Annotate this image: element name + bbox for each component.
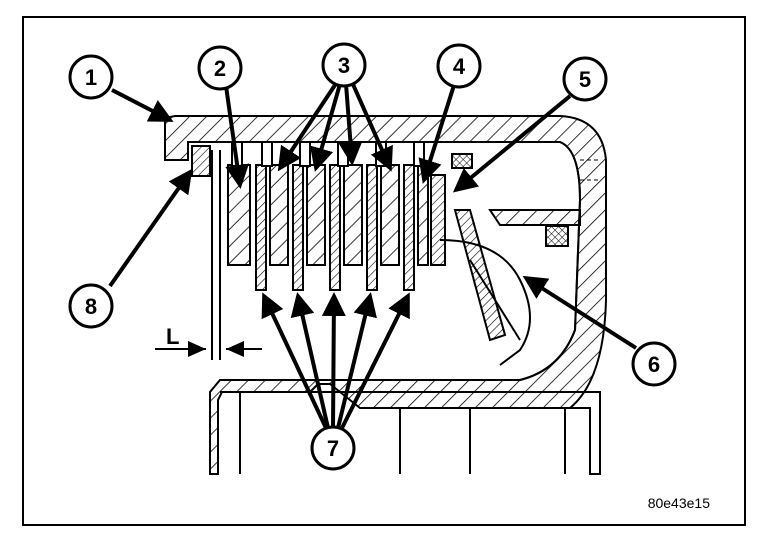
callout-1: 1 (68, 54, 114, 100)
callout-6: 6 (631, 341, 677, 387)
snap-ring (191, 145, 211, 177)
svg-text:7: 7 (327, 436, 339, 461)
reaction-plate (417, 164, 429, 266)
callout-2: 2 (197, 45, 243, 91)
dimension-label: L (166, 324, 179, 349)
leader-arrows (108, 80, 638, 429)
svg-text:6: 6 (648, 352, 660, 377)
belleville-spring (430, 174, 446, 266)
callout-4: 4 (436, 43, 482, 89)
svg-text:2: 2 (214, 56, 226, 81)
svg-text:3: 3 (338, 53, 350, 78)
figure-code: 80e43e15 (648, 495, 711, 511)
callout-5: 5 (562, 56, 608, 102)
svg-text:1: 1 (85, 65, 97, 90)
svg-text:4: 4 (453, 54, 466, 79)
svg-text:8: 8 (85, 294, 97, 319)
callout-7: 7 (310, 425, 356, 471)
frame-border (22, 16, 746, 526)
piston (451, 153, 600, 342)
svg-text:5: 5 (579, 67, 591, 92)
steel-plates (269, 164, 400, 266)
callout-3: 3 (321, 42, 367, 88)
dimension-l: L (155, 324, 262, 357)
plate-tabs (231, 141, 425, 167)
callout-8: 8 (68, 283, 114, 329)
